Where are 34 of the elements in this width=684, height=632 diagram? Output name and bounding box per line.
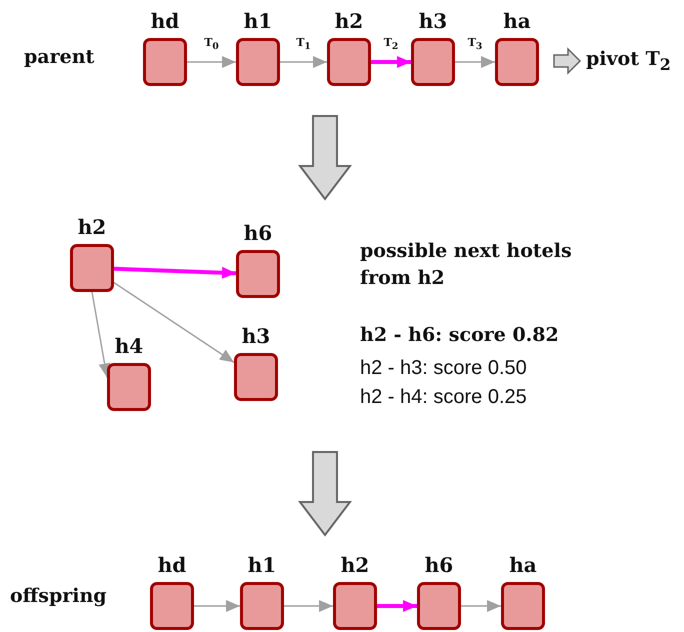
node-heading: ha [502,8,532,34]
node-heading: h2 [334,8,364,34]
arrow [284,600,333,612]
note-text: pivot T$_{2}$ [586,48,672,74]
node-heading: ha [508,552,538,578]
node-heading: h2 [76,214,108,240]
arrow [187,56,236,68]
arrow [114,266,236,279]
score-text: h2 - h6: score 0.82 [360,324,560,346]
node-heading: h3 [418,8,448,34]
node-heading: h6 [242,220,274,246]
node-heading: h3 [240,323,272,349]
arrow [455,56,495,68]
node-heading: h1 [242,8,274,34]
note-text: possible next hotels from h2 [360,239,573,291]
node-heading: h4 [114,333,144,359]
score-text: h2 - h4: score 0.25 [360,386,528,409]
arrow [280,56,327,68]
arrow [377,600,417,612]
score-text: h2 - h3: score 0.50 [360,357,528,380]
row-label: offspring [10,585,108,607]
node-heading: h2 [340,552,370,578]
edge-label: T$_{3}$ [466,36,484,52]
row-label: parent [24,46,96,68]
node-heading: hd [156,552,188,578]
arrow [461,600,501,612]
arrow [91,292,110,378]
edge-label: T$_{0}$ [203,36,220,52]
arrow [114,282,234,363]
arrow [194,600,240,612]
node-heading: h1 [246,552,278,578]
arrow [371,56,411,68]
node-heading: hd [150,8,180,34]
node-heading: h6 [424,552,454,578]
